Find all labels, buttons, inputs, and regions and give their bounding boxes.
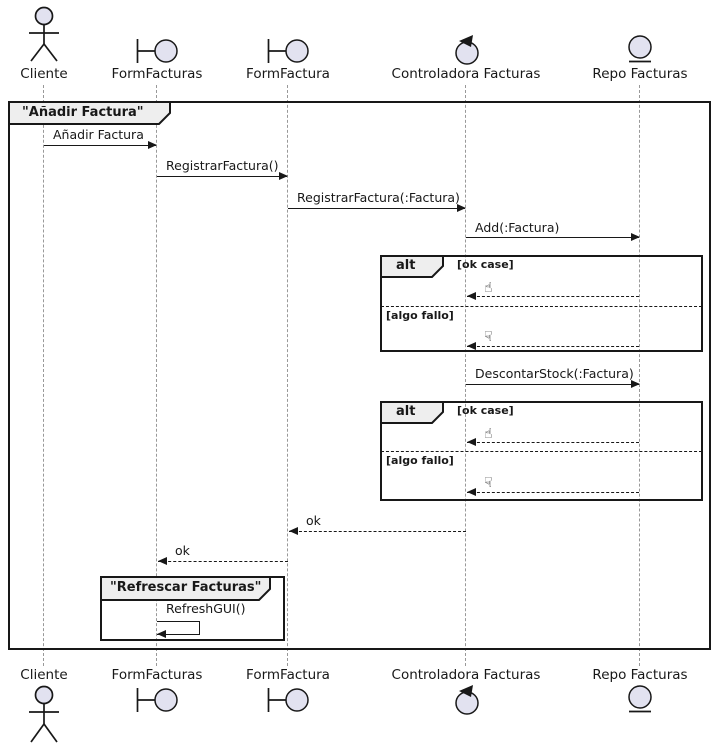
return-line [467, 296, 639, 297]
message-label-add-factura: Add(:Factura) [475, 220, 560, 235]
arrowhead-left-icon [289, 527, 298, 535]
boundary-icon [267, 688, 309, 712]
arrowhead-left-icon [467, 438, 476, 446]
participant-label-cliente-bottom: Cliente [20, 667, 68, 683]
entity-icon [628, 685, 652, 713]
control-icon [455, 35, 479, 65]
arrowhead-left-icon [467, 342, 476, 350]
thumbs-down-icon: ☟ [484, 475, 493, 491]
boundary-icon [136, 39, 178, 63]
message-label-anadir-factura: Añadir Factura [53, 127, 144, 142]
message-label-descontar-stock: DescontarStock(:Factura) [475, 366, 634, 381]
boundary-icon [136, 688, 178, 712]
frame-anadir-factura [8, 101, 711, 650]
alt-pentagon [380, 255, 444, 278]
arrowhead-right-icon [631, 380, 640, 388]
arrowhead-right-icon [279, 172, 288, 180]
return-line [467, 442, 639, 443]
participant-label-repo-bottom: Repo Facturas [592, 667, 688, 683]
control-icon [455, 685, 479, 715]
message-line [157, 176, 287, 177]
lifeline-repo [639, 85, 640, 666]
participant-label-controladora-bottom: Controladora Facturas [391, 667, 541, 683]
lifeline-cliente [43, 85, 44, 666]
thumbs-down-icon: ☟ [484, 329, 493, 345]
return-line [158, 561, 288, 562]
thumbs-up-icon: ☝ [484, 280, 493, 296]
message-line [288, 208, 465, 209]
alt-operator: alt [396, 258, 416, 273]
alt-operator: alt [396, 404, 416, 419]
alt1-guard-fail: [algo fallo] [386, 309, 454, 322]
alt1-divider [381, 306, 702, 307]
frame-title-pentagon [8, 101, 171, 125]
return-line [467, 492, 639, 493]
message-line [466, 384, 639, 385]
arrowhead-left-icon [157, 630, 166, 638]
entity-icon [628, 35, 652, 63]
arrowhead-left-icon [467, 292, 476, 300]
arrowhead-right-icon [148, 141, 157, 149]
message-line [466, 237, 639, 238]
boundary-icon [267, 39, 309, 63]
return-line [467, 346, 639, 347]
lifeline-controladora [465, 85, 466, 666]
return-line [289, 531, 466, 532]
group-title-pentagon [100, 576, 271, 601]
arrowhead-right-icon [457, 204, 466, 212]
alt-pentagon [380, 401, 444, 424]
thumbs-up-icon: ☝ [484, 426, 493, 442]
message-label-ok2: ok [175, 543, 190, 558]
group-title: "Refrescar Facturas" [110, 580, 262, 595]
lifeline-formfactura [287, 85, 288, 666]
message-label-registrar-factura: RegistrarFactura() [166, 158, 279, 173]
actor-icon [29, 685, 59, 743]
message-line [44, 145, 156, 146]
arrowhead-left-icon [158, 557, 167, 565]
message-label-refresh-gui: RefreshGUI() [166, 601, 246, 616]
message-label-ok1: ok [306, 513, 321, 528]
lifeline-formfacturas [156, 85, 157, 666]
alt2-guard-ok: [ok case] [457, 404, 514, 417]
message-label-registrar-factura-param: RegistrarFactura(:Factura) [297, 190, 460, 205]
self-message-right-line [199, 621, 200, 634]
frame-title: "Añadir Factura" [22, 105, 144, 120]
alt-fragment-1 [380, 255, 703, 352]
alt1-guard-ok: [ok case] [457, 258, 514, 271]
self-message-top-line [157, 621, 200, 622]
arrowhead-left-icon [467, 488, 476, 496]
alt2-guard-fail: [algo fallo] [386, 454, 454, 467]
participant-label-cliente-top: Cliente [20, 66, 68, 82]
participant-label-formfactura-bottom: FormFactura [246, 667, 330, 683]
actor-icon [29, 6, 59, 62]
participant-label-formfacturas-top: FormFacturas [111, 66, 203, 82]
participant-label-formfactura-top: FormFactura [246, 66, 330, 82]
participant-label-repo-top: Repo Facturas [592, 66, 688, 82]
participant-label-formfacturas-bottom: FormFacturas [111, 667, 203, 683]
self-message-bottom-line [157, 634, 200, 635]
participant-label-controladora-top: Controladora Facturas [391, 66, 541, 82]
arrowhead-right-icon [631, 233, 640, 241]
alt2-divider [381, 451, 702, 452]
